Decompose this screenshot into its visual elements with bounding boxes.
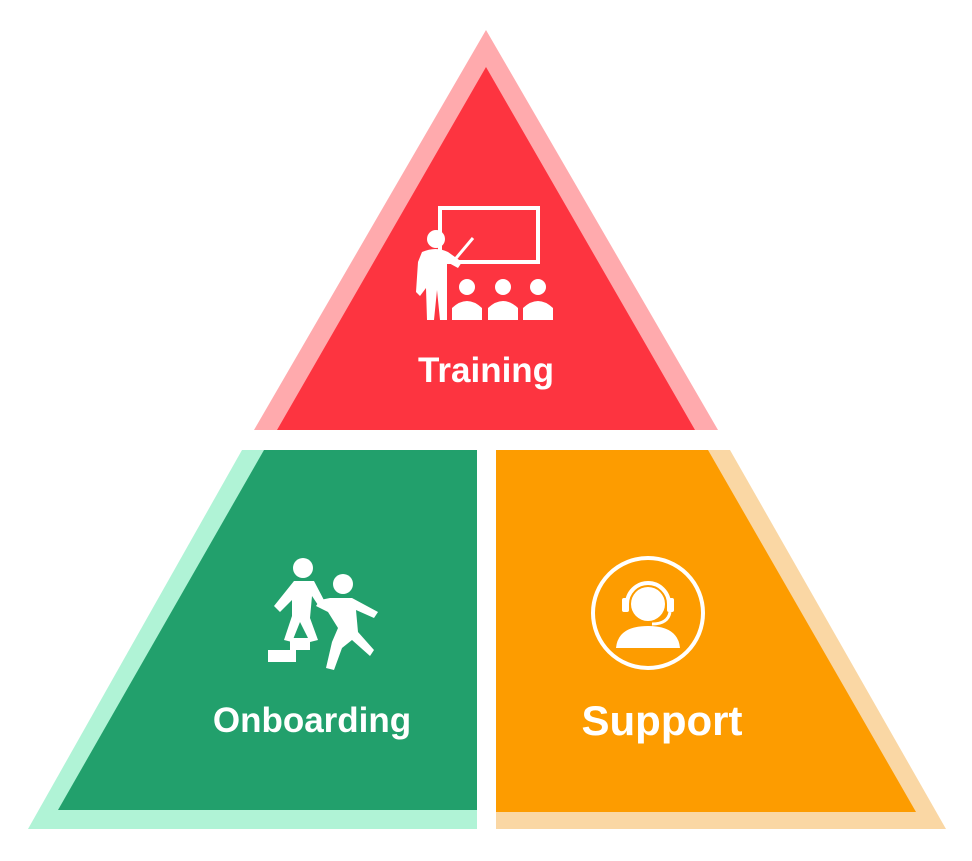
helping-climb-icon — [268, 558, 378, 670]
training-label: Training — [418, 351, 554, 390]
onboarding-label: Onboarding — [213, 701, 411, 740]
teacher-presenting-icon — [416, 206, 553, 320]
segment-support: Support — [496, 450, 946, 829]
headset-agent-icon — [591, 556, 705, 670]
support-label: Support — [582, 697, 743, 744]
support-face — [496, 450, 916, 812]
training-face — [277, 67, 695, 430]
segment-onboarding: Onboarding — [28, 450, 477, 829]
segment-training: Training — [254, 30, 718, 430]
onboarding-face — [58, 450, 477, 810]
